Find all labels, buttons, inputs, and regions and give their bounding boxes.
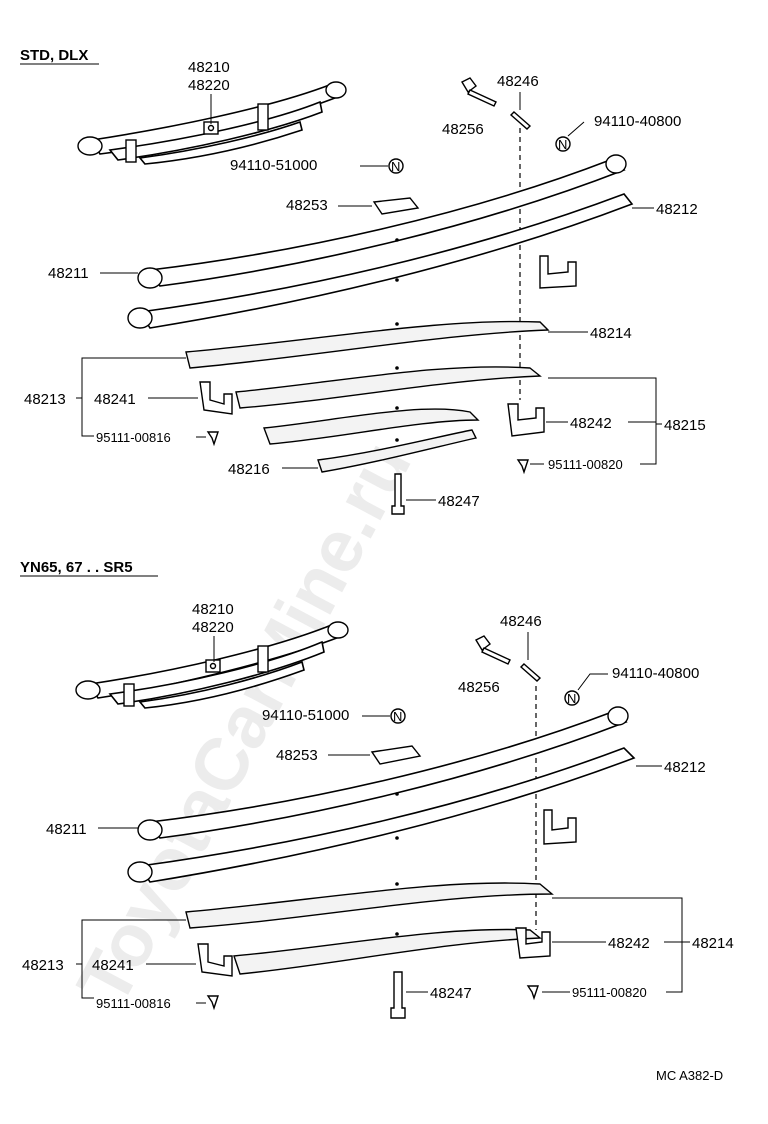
leader	[577, 673, 608, 691]
center-bolt-48247	[391, 473, 405, 515]
pin-48246	[519, 663, 542, 682]
nut-icon-94110-40800: N	[555, 136, 571, 152]
label-94110-51000: 94110-51000	[230, 157, 317, 174]
label-95111-00820: 95111-00820	[572, 985, 647, 1000]
section-header: STD, DLX	[20, 47, 88, 64]
label-48253: 48253	[276, 747, 318, 764]
nut-icon-94110-40800: N	[564, 690, 580, 706]
label-48214: 48214	[692, 935, 734, 952]
label-95111-00816: 95111-00816	[96, 996, 171, 1011]
pin-48246	[509, 111, 532, 130]
label-94110-40800: 94110-40800	[612, 665, 699, 682]
label-48212: 48212	[664, 759, 706, 776]
clip-48241	[199, 381, 233, 415]
label-95111-00820: 95111-00820	[548, 457, 623, 472]
clip-48242	[515, 927, 551, 959]
label-48241: 48241	[94, 391, 136, 408]
bolt-95111-00816	[206, 995, 219, 1011]
section-yn65-sr5: YN65, 67 . . SR5 48210 48220 48256 48246	[20, 559, 734, 1019]
label-48242: 48242	[570, 415, 612, 432]
clip-48242	[507, 403, 545, 437]
plate-48253	[370, 745, 422, 765]
label-48246: 48246	[497, 73, 539, 90]
leaf-48214	[185, 320, 550, 369]
svg-text:N: N	[567, 691, 576, 706]
label-48214: 48214	[590, 325, 632, 342]
label-95111-00816: 95111-00816	[96, 430, 171, 445]
label-48213: 48213	[24, 391, 66, 408]
center-bolt-48247	[390, 971, 406, 1019]
label-48247: 48247	[438, 493, 480, 510]
leaf-48216	[317, 429, 478, 473]
watermark: ToyotaCarMine.ru	[61, 428, 427, 1018]
label-94110-51000: 94110-51000	[262, 707, 349, 724]
spring-assembly-sketch	[77, 81, 347, 165]
label-48241: 48241	[92, 957, 134, 974]
label-48246: 48246	[500, 613, 542, 630]
clip-bracket	[539, 255, 577, 289]
label-48256: 48256	[442, 121, 484, 138]
leaf-stack	[127, 706, 636, 977]
label-48220: 48220	[188, 77, 230, 94]
nut-icon-94110-51000: N	[388, 158, 404, 174]
spring-assembly-sketch	[75, 621, 349, 709]
label-94110-40800: 94110-40800	[594, 113, 681, 130]
label-48216: 48216	[228, 461, 270, 478]
label-48215: 48215	[664, 417, 706, 434]
label-48256: 48256	[458, 679, 500, 696]
label-48253: 48253	[286, 197, 328, 214]
label-48220: 48220	[192, 619, 234, 636]
label-48211: 48211	[46, 821, 87, 838]
leaf-3	[185, 882, 554, 929]
label-48247: 48247	[430, 985, 472, 1002]
group-bracket-48215	[548, 377, 657, 465]
label-48213: 48213	[22, 957, 64, 974]
plate-48253	[372, 197, 420, 215]
group-bracket-48213	[81, 357, 186, 437]
center-bolt-48256	[475, 635, 511, 665]
section-header: YN65, 67 . . SR5	[20, 559, 133, 576]
leaf-4	[235, 366, 542, 409]
label-48211: 48211	[48, 265, 89, 282]
nut-icon-94110-51000: N	[390, 708, 406, 724]
figure-code: MC A382-D	[656, 1068, 723, 1083]
leaf-5	[263, 408, 480, 445]
svg-text:N: N	[558, 137, 567, 152]
label-48212: 48212	[656, 201, 698, 218]
group-bracket-48214	[552, 897, 683, 993]
leaf-48212	[138, 747, 636, 883]
group-bracket-48213	[81, 919, 186, 999]
clip-bracket	[543, 809, 577, 845]
label-48210: 48210	[192, 601, 234, 618]
leader	[567, 121, 585, 137]
bolt-95111-00816	[206, 431, 219, 447]
svg-text:N: N	[393, 709, 402, 724]
leaf-48212	[138, 193, 634, 329]
center-bolt-48256	[461, 77, 497, 107]
label-48242: 48242	[608, 935, 650, 952]
leaf-stack	[127, 154, 634, 473]
leaf-4	[233, 928, 542, 975]
section-std-dlx: STD, DLX 48210 48220 48256 48246	[20, 47, 706, 515]
clip-48241	[197, 943, 233, 977]
bolt-95111-00820	[526, 985, 539, 1001]
label-48210: 48210	[188, 59, 230, 76]
bolt-95111-00820	[516, 459, 529, 475]
svg-text:N: N	[391, 159, 400, 174]
